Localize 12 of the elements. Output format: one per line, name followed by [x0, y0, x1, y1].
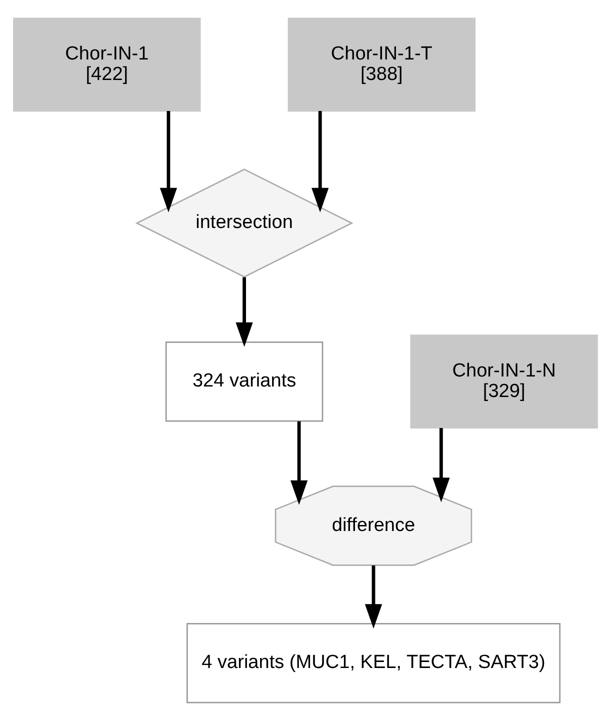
- node-box: Chor-IN-1-N [329]: [410, 334, 598, 428]
- arrow: [236, 277, 253, 347]
- node-box: 4 variants (MUC1, KEL, TECTA, SART3): [186, 623, 561, 704]
- node-box: Chor-IN-1-T [388]: [288, 18, 476, 112]
- arrow: [364, 565, 382, 629]
- arrow: [432, 428, 450, 502]
- arrow: [312, 110, 329, 212]
- node-box: 324 variants: [165, 341, 324, 422]
- arrow: [160, 110, 178, 212]
- node-diamond: intersection: [135, 168, 354, 278]
- arrow: [290, 421, 308, 505]
- node-box: Chor-IN-1 [422]: [13, 18, 201, 112]
